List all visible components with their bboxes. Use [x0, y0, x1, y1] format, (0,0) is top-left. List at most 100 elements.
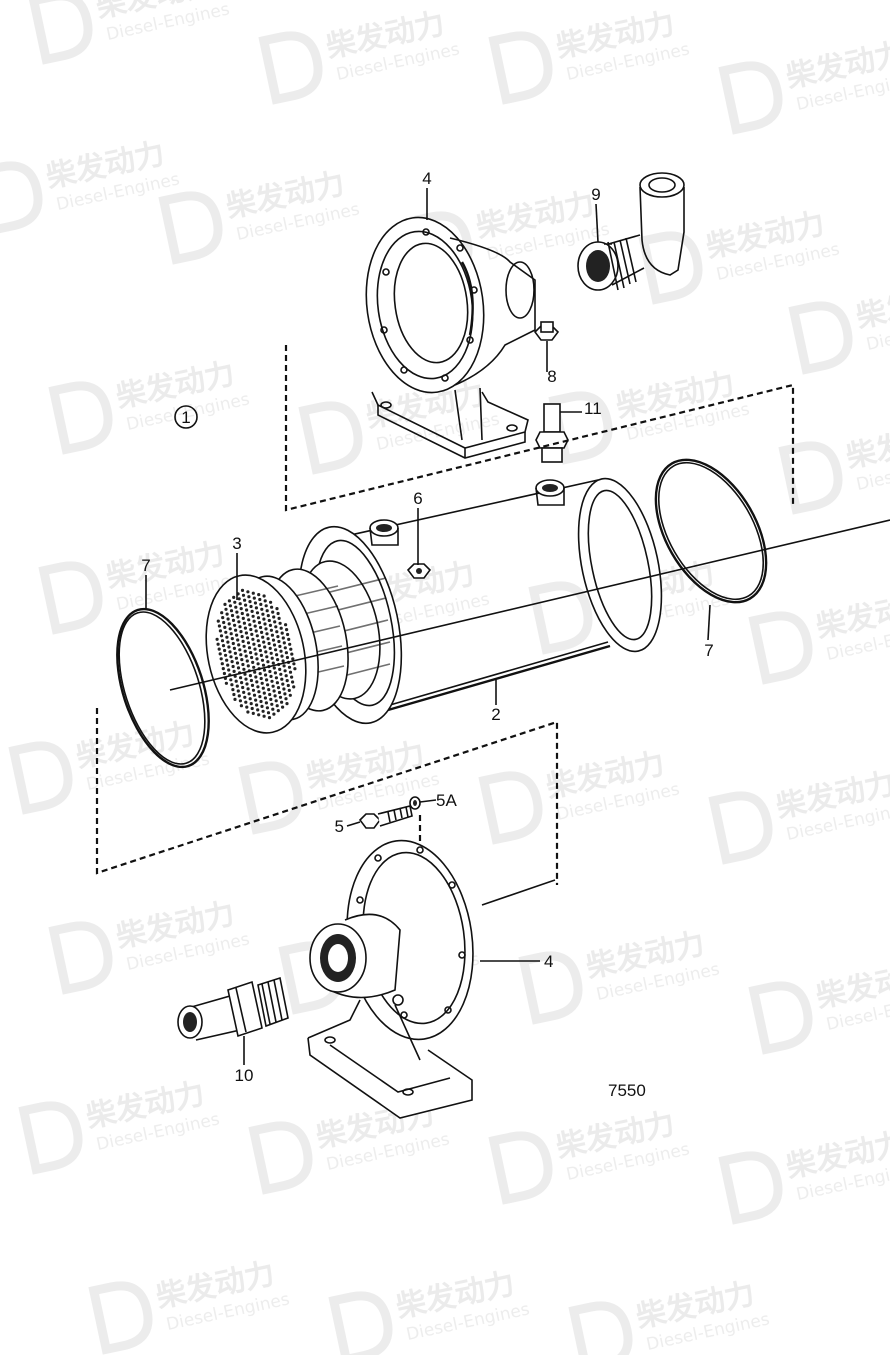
tube-hole	[262, 617, 266, 621]
tube-hole	[269, 600, 273, 604]
tube-hole	[247, 618, 251, 622]
callout-4-upper: 4	[422, 169, 431, 188]
tube-hole	[222, 671, 226, 676]
tube-hole	[233, 651, 237, 655]
tube-hole	[277, 639, 281, 644]
tube-hole	[238, 648, 242, 652]
tube-hole	[232, 646, 236, 651]
tube-hole	[277, 690, 282, 695]
tube-hole	[245, 705, 249, 709]
tube-hole	[250, 683, 255, 688]
watermark-logo	[528, 581, 593, 655]
tube-hole	[226, 617, 230, 621]
tube-hole	[221, 616, 225, 620]
tube-hole	[272, 666, 276, 670]
tube-hole	[281, 705, 285, 709]
watermark-logo	[158, 191, 223, 265]
tube-hole	[261, 635, 265, 639]
tube-hole	[219, 634, 224, 638]
tube-hole	[221, 667, 225, 671]
tube-hole	[242, 621, 246, 625]
tube-hole	[250, 655, 254, 660]
tube-hole	[260, 607, 264, 611]
tube-hole	[236, 615, 240, 619]
tube-hole	[291, 657, 295, 661]
tube-hole	[233, 697, 237, 702]
tube-hole	[235, 661, 240, 665]
o-ring-right-inner	[657, 461, 765, 601]
tube-hole	[253, 670, 257, 674]
watermark-logo	[298, 401, 363, 475]
tube-hole	[242, 644, 246, 648]
tube-hole	[274, 648, 278, 652]
tube-hole	[277, 616, 281, 621]
tube-hole	[237, 597, 241, 601]
tube-hole	[274, 699, 278, 703]
watermark-logo	[488, 31, 553, 105]
tube-hole	[242, 667, 246, 671]
tube-hole	[276, 709, 280, 713]
tube-hole	[260, 681, 264, 685]
tube-hole	[249, 651, 253, 655]
tube-hole	[250, 706, 254, 711]
tube-hole	[278, 695, 283, 699]
tube-hole	[285, 655, 289, 660]
tube-hole	[257, 621, 262, 625]
tube-hole	[230, 660, 234, 664]
tube-hole	[232, 692, 236, 697]
watermark-logo	[258, 31, 323, 105]
callout-7-left: 7	[141, 556, 150, 575]
tube-hole	[275, 653, 279, 657]
tube-hole	[224, 630, 228, 634]
tube-hole	[262, 691, 266, 695]
tube-hole	[283, 669, 287, 673]
tube-hole	[226, 640, 230, 644]
upper-reference-plane	[284, 345, 795, 512]
tube-hole	[271, 610, 275, 614]
tube-hole	[278, 644, 282, 649]
tube-hole	[266, 711, 271, 715]
tube-hole	[262, 668, 267, 672]
tube-hole	[226, 663, 230, 667]
tube-hole	[266, 614, 270, 618]
tube-hole	[256, 616, 261, 620]
tube-hole	[246, 590, 250, 594]
group-marker-number: 1	[181, 408, 190, 427]
tube-hole	[255, 680, 259, 684]
tube-hole	[245, 682, 249, 686]
tube-hole	[255, 611, 260, 615]
tube-hole	[253, 601, 257, 605]
tube-hole	[220, 611, 224, 615]
tube-hole	[267, 641, 271, 646]
tube-hole	[217, 647, 221, 651]
watermark-logo	[518, 951, 583, 1025]
tube-hole	[273, 694, 277, 698]
tube-hole	[273, 671, 277, 675]
tube-hole	[232, 669, 236, 674]
o-ring-left-inner	[118, 611, 206, 765]
tube-hole	[244, 677, 248, 681]
callout-3: 3	[232, 534, 241, 553]
watermark-logo	[18, 1101, 83, 1175]
tube-hole	[259, 699, 263, 704]
tube-hole	[238, 602, 242, 606]
o-ring-left	[116, 607, 210, 769]
callout-9: 9	[591, 185, 600, 204]
tube-hole	[267, 618, 271, 623]
tube-hole	[241, 639, 245, 644]
tube-hole	[264, 701, 268, 705]
tube-hole	[259, 625, 263, 630]
tube-hole	[231, 688, 235, 692]
tube-hole	[264, 627, 268, 631]
tube-hole	[233, 600, 237, 604]
tube-hole	[236, 666, 241, 670]
tube-hole	[287, 637, 291, 642]
tube-hole	[269, 674, 273, 679]
tube-hole	[246, 710, 250, 714]
watermark-chinese-text: 柴发动力	[843, 416, 890, 475]
tube-hole	[245, 636, 250, 640]
watermark-logo	[48, 381, 113, 455]
